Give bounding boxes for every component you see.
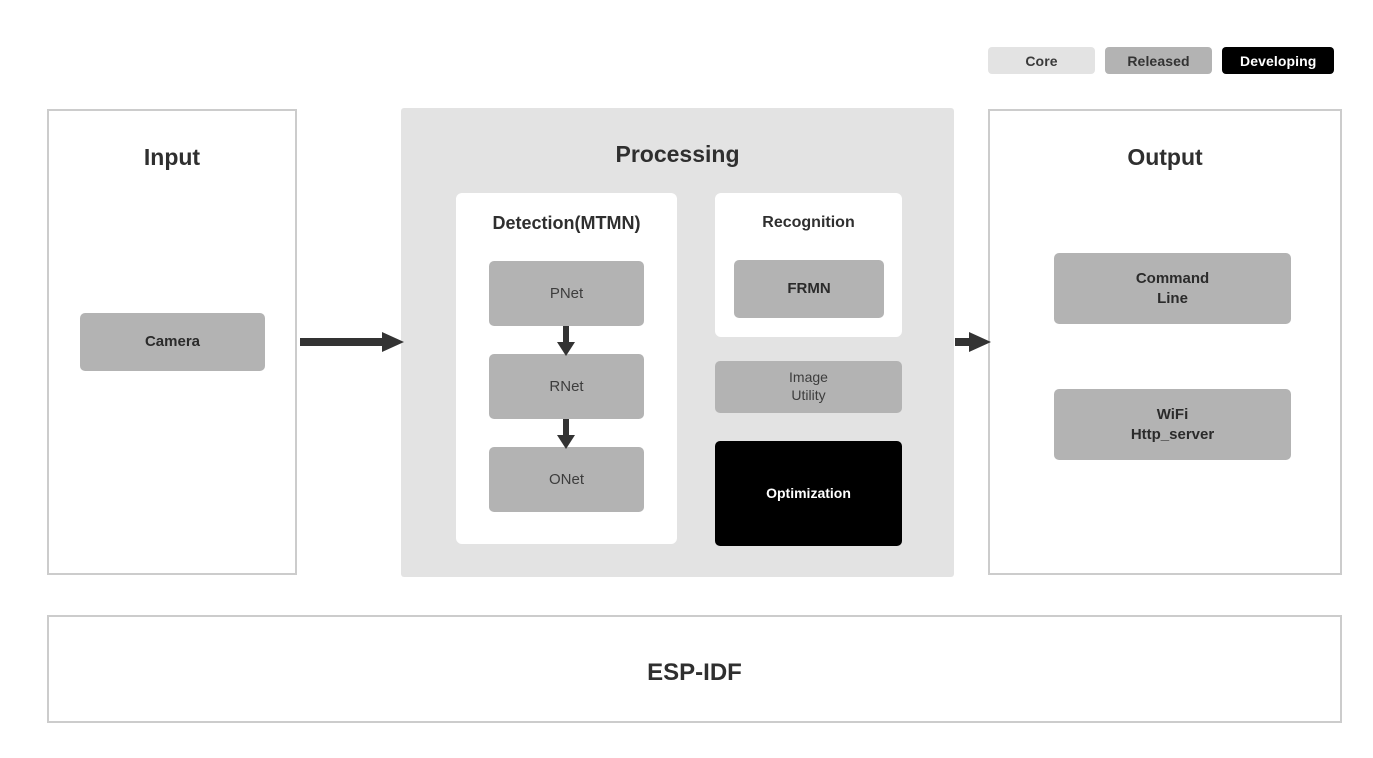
recognition-card-title: Recognition bbox=[762, 214, 855, 231]
detection-card-title: Detection(MTMN) bbox=[492, 213, 641, 233]
block-rnet: RNet bbox=[489, 354, 644, 419]
block-wifi-http-server-label: WiFi Http_server bbox=[1130, 406, 1215, 443]
block-rnet-label: RNet bbox=[549, 377, 584, 395]
legend-chip-developing: Developing bbox=[1222, 47, 1335, 74]
block-pnet: PNet bbox=[489, 261, 644, 326]
input-panel-title: Input bbox=[143, 144, 201, 170]
arrow-processing-to-output bbox=[955, 332, 991, 352]
block-image-utility: Image Utility bbox=[715, 361, 902, 413]
legend-chip-core: Core bbox=[988, 47, 1095, 74]
block-image-utility-label: Image Utility bbox=[789, 369, 828, 403]
block-wifi-http-server: WiFi Http_server bbox=[1054, 389, 1291, 460]
block-optimization-label: Optimization bbox=[766, 484, 851, 501]
output-panel-title: Output bbox=[1127, 144, 1203, 170]
block-frmn: FRMN bbox=[734, 260, 884, 318]
block-frmn-label: FRMN bbox=[787, 280, 831, 298]
arrow-input-to-processing bbox=[300, 332, 404, 352]
block-onet: ONet bbox=[489, 447, 644, 512]
block-camera: Camera bbox=[80, 313, 265, 371]
block-command-line: Command Line bbox=[1054, 253, 1291, 324]
arrow-pnet-to-rnet bbox=[557, 326, 575, 356]
block-camera-label: Camera bbox=[144, 333, 201, 351]
arrow-rnet-to-onet bbox=[557, 419, 575, 449]
legend-chip-released-label: Released bbox=[1127, 52, 1190, 69]
esp-idf-label: ESP-IDF bbox=[647, 659, 742, 686]
block-pnet-label: PNet bbox=[549, 284, 584, 302]
block-optimization: Optimization bbox=[715, 441, 902, 546]
legend: Core Released Developing bbox=[988, 47, 1335, 74]
block-onet-label: ONet bbox=[548, 470, 584, 488]
esp-idf-panel: ESP-IDF bbox=[47, 615, 1342, 723]
processing-panel-title: Processing bbox=[615, 141, 740, 167]
legend-chip-core-label: Core bbox=[1025, 52, 1058, 69]
legend-chip-released: Released bbox=[1105, 47, 1212, 74]
legend-chip-developing-label: Developing bbox=[1240, 52, 1317, 69]
block-command-line-label: Command Line bbox=[1135, 270, 1210, 307]
output-panel: Output bbox=[988, 109, 1342, 575]
